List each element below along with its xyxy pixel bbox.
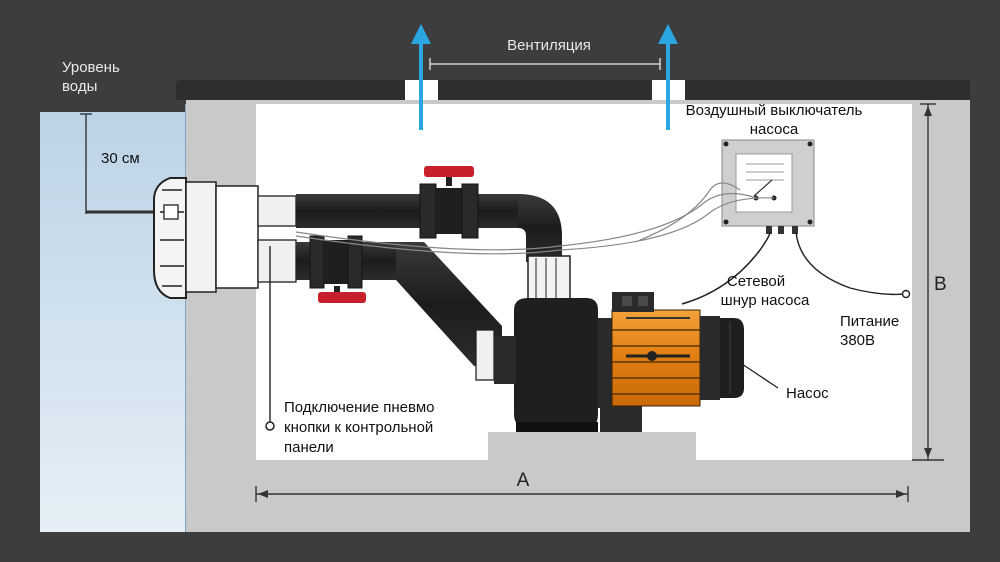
power-supply-cable: [795, 231, 907, 296]
lower-pipe: [257, 235, 502, 381]
power-cord: [681, 231, 771, 305]
dimension-a-label: A: [517, 470, 530, 491]
jet-nozzle: [153, 177, 259, 299]
water-level-label-line1: Уровень: [62, 59, 120, 76]
pump-label: Насос: [786, 385, 829, 402]
upper-valve-handle-icon: [424, 166, 474, 186]
dimension-b: [912, 103, 944, 461]
roof-middle: [438, 80, 652, 100]
vent-arrow-right-icon: [658, 24, 678, 130]
pneumo-label-line2: кнопки к контрольной: [284, 419, 433, 436]
pump-leader: [741, 363, 779, 389]
water-level-label-line2: воды: [62, 78, 97, 95]
power-supply-label-line1: Питание: [840, 313, 899, 330]
lower-valve-handle-icon: [318, 286, 366, 303]
pump-motor: [598, 292, 744, 408]
vent-arrow-left-icon: [411, 24, 431, 130]
dimension-a: [255, 486, 909, 502]
ventilation-label: Вентиляция: [507, 37, 591, 54]
power-supply-label-line2: 380В: [840, 332, 875, 349]
pneumo-label-line1: Подключение пневмо: [284, 399, 434, 416]
power-supply-terminal-icon: [901, 289, 911, 299]
pump-base: [488, 432, 696, 460]
power-cord-label-line1: Сетевой: [727, 273, 785, 290]
dimension-b-label: B: [934, 274, 947, 295]
air-switch-label-line2: насоса: [750, 121, 799, 138]
roof-right: [685, 80, 970, 100]
ventilation-dimension: [429, 58, 661, 70]
pneumo-terminal-icon: [265, 421, 275, 431]
pneumo-label-line3: панели: [284, 439, 334, 456]
roof: [176, 80, 405, 100]
air-hoses: [295, 182, 775, 255]
pool-water: [40, 112, 186, 532]
upper-pipe: [257, 183, 562, 262]
air-switch-label-line1: Воздушный выключатель: [686, 102, 863, 119]
motor-feet: [600, 404, 642, 432]
depth-label: 30 см: [101, 150, 140, 167]
power-cord-label-line2: шнур насоса: [721, 292, 810, 309]
pump-housing: [494, 255, 598, 432]
